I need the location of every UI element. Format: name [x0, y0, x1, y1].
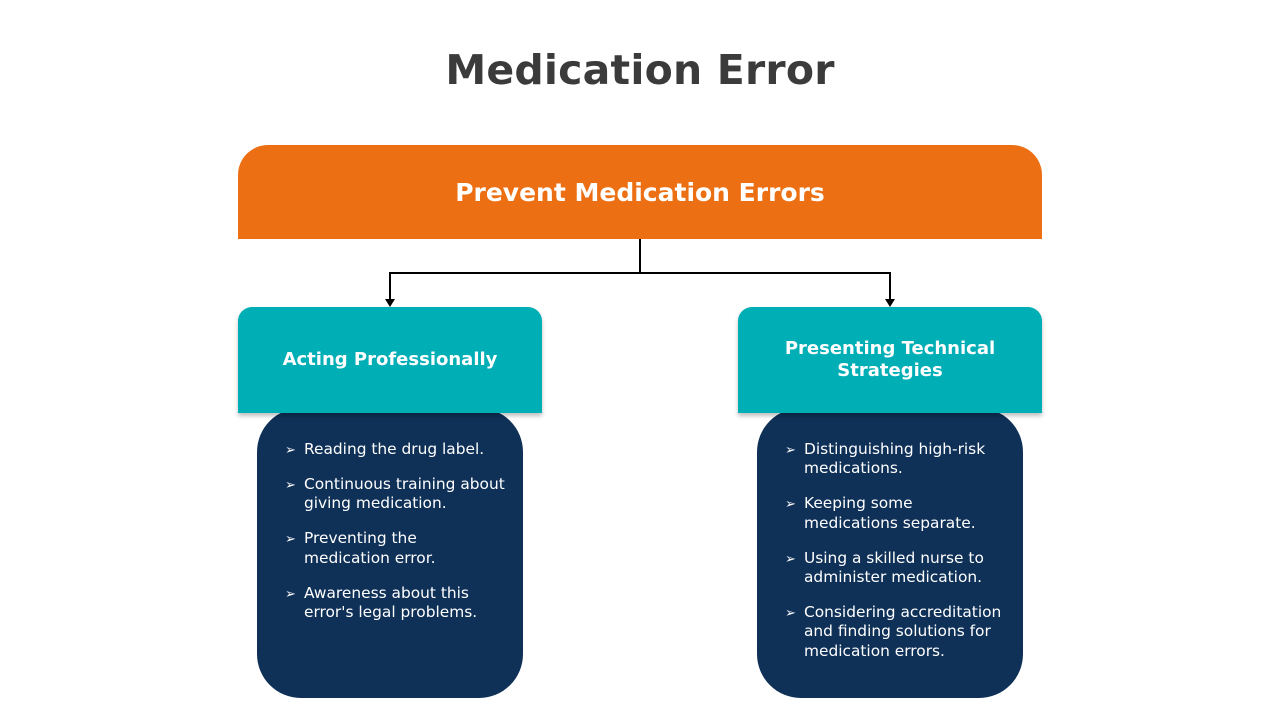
- branch-head-acting-professionally: Acting Professionally: [238, 307, 542, 413]
- arrowhead-bullet-icon: ➢: [285, 532, 296, 548]
- list-item-text: Continuous training about giving medicat…: [304, 474, 505, 513]
- branch-item-list: ➢ Reading the drug label. ➢ Continuous tra…: [285, 440, 505, 622]
- list-item-text: Reading the drug label.: [304, 440, 485, 458]
- root-node-label: Prevent Medication Errors: [455, 177, 825, 207]
- page-title: Medication Error: [445, 46, 835, 94]
- branch-item-list: ➢ Distinguishing high-risk medications. ➢…: [785, 440, 1005, 661]
- list-item: ➢ Considering accreditation and finding s…: [785, 603, 1005, 661]
- branch-head-presenting-technical-strategies: Presenting Technical Strategies: [738, 307, 1042, 413]
- branch-body-presenting-technical-strategies: ➢ Distinguishing high-risk medications. ➢…: [757, 408, 1023, 698]
- arrowhead-bullet-icon: ➢: [285, 477, 296, 493]
- list-item-text: Awareness about this error's legal probl…: [304, 583, 478, 621]
- arrowhead-bullet-icon: ➢: [785, 497, 796, 513]
- branch-label: Presenting Technical Strategies: [784, 338, 996, 381]
- arrowhead-bullet-icon: ➢: [285, 443, 296, 458]
- list-item: ➢ Reading the drug label.: [285, 440, 505, 459]
- list-item: ➢ Preventing the medication error.: [285, 529, 505, 568]
- list-item-text: Using a skilled nurse to administer medi…: [804, 548, 984, 587]
- root-node: Prevent Medication Errors: [238, 145, 1042, 239]
- branch-body-acting-professionally: ➢ Reading the drug label. ➢ Continuous tra…: [257, 408, 523, 698]
- arrowhead-bullet-icon: ➢: [285, 586, 296, 602]
- list-item-text: Preventing the medication error.: [304, 529, 436, 567]
- list-item: ➢ Distinguishing high-risk medications.: [785, 440, 1005, 479]
- list-item-text: Distinguishing high-risk medications.: [804, 440, 986, 478]
- arrowhead-bullet-icon: ➢: [785, 551, 796, 567]
- list-item: ➢ Continuous training about giving medica…: [285, 475, 505, 514]
- connector-left-arrowhead: [385, 299, 395, 307]
- connector-right-arrowhead: [885, 299, 895, 307]
- arrowhead-bullet-icon: ➢: [785, 443, 796, 458]
- list-item-text: Keeping some medications separate.: [804, 494, 976, 532]
- list-item-text: Considering accreditation and finding so…: [804, 602, 1002, 660]
- list-item: ➢ Using a skilled nurse to administer med…: [785, 549, 1005, 588]
- list-item: ➢ Awareness about this error's legal prob…: [285, 584, 505, 623]
- arrowhead-bullet-icon: ➢: [785, 605, 796, 621]
- list-item: ➢ Keeping some medications separate.: [785, 494, 1005, 533]
- branch-label: Acting Professionally: [282, 349, 498, 370]
